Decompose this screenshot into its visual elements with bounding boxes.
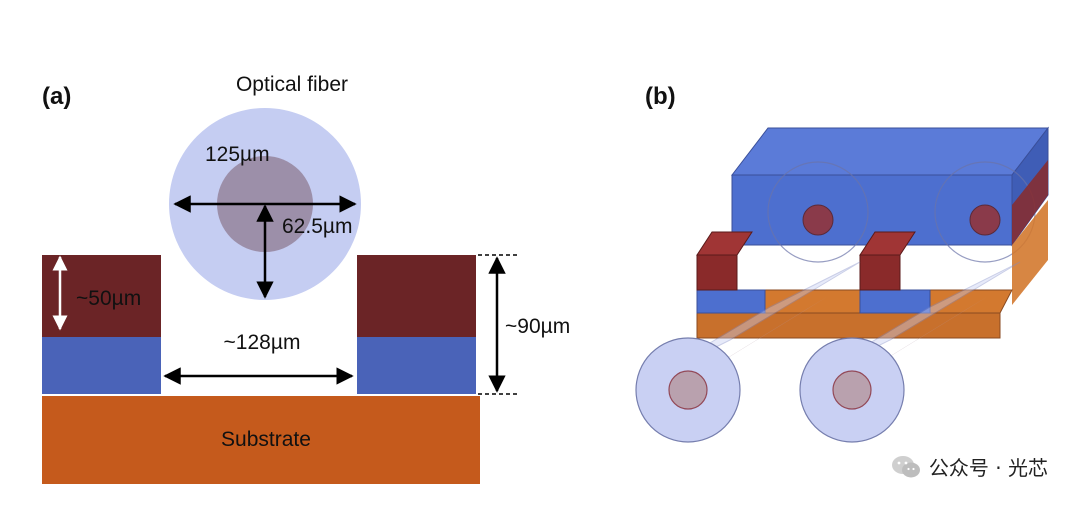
watermark: 公众号 · 光芯 [891,452,1048,481]
side-orange-strip [1012,200,1048,305]
fiber-left [635,261,861,443]
upper-fiber-core-left [802,204,834,236]
height-dim-label: ~90µm [505,315,570,338]
side-red-strip [1012,160,1048,245]
right-mid-layer [357,337,476,394]
wechat-icon [891,455,920,477]
left-pedestal-red [696,254,738,291]
watermark-text: 公众号 · 光芯 [928,456,1048,480]
fiber-left-core-end [668,370,708,410]
fiber-title: Optical fiber [236,73,348,96]
core-dim-label: 62.5µm [282,215,352,238]
middle-pedestal-blue [859,289,931,314]
left-pedestal-blue [696,289,766,314]
layer-dim-label: ~50µm [76,287,141,310]
left-mid-layer [42,337,161,394]
fiber-right-core-end [832,370,872,410]
gap-dim-label: ~128µm [224,331,301,354]
top-slab-top [730,127,1050,176]
panel-b: (b) [635,83,1050,443]
upper-fiber-core-right [969,204,1001,236]
left-pedestal-red-top [696,231,753,256]
cladding-dim-label: 125µm [205,143,270,166]
substrate-label: Substrate [221,428,311,451]
right-top-layer [357,255,476,337]
upper-fiber-ring-left [767,161,869,263]
middle-pedestal-red [859,254,901,291]
panel-b-letter: (b) [645,83,676,110]
substrate [42,396,480,484]
panel-a: (a) Optical fiber 125µm 62.5µm ~50µm ~12… [42,73,570,484]
fiber-right [799,261,1021,443]
panel-a-letter: (a) [42,83,71,110]
middle-pedestal-red-top [859,231,916,256]
